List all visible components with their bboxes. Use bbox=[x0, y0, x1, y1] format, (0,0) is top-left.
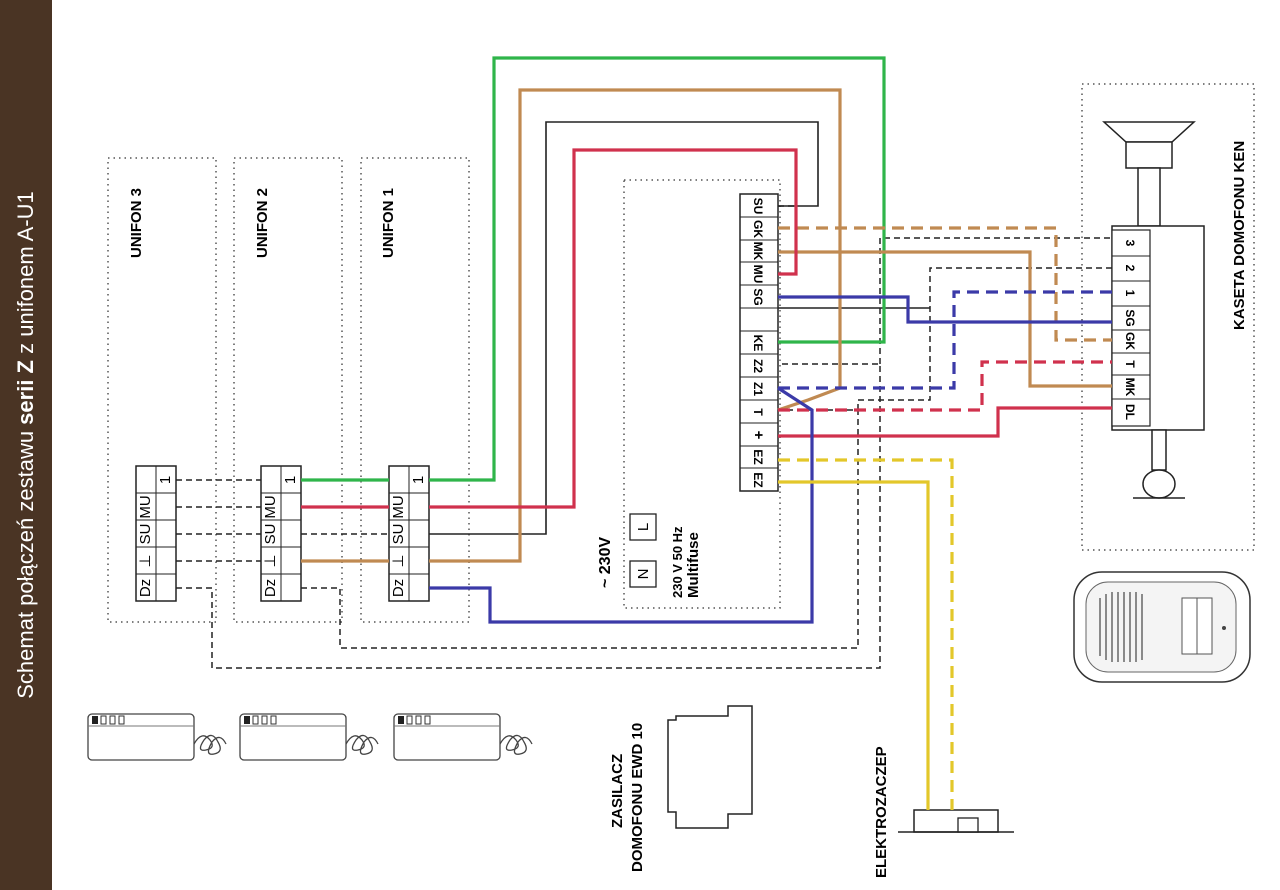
zasilacz-label-line1: ZASILACZ bbox=[609, 754, 626, 828]
kaseta-term-1: 1 bbox=[1123, 290, 1137, 297]
unifon2-label: UNIFON 2 bbox=[254, 188, 271, 258]
psu-term-ke: KE bbox=[751, 335, 765, 352]
kaseta-device: 3 2 1 SG GK T MK DL bbox=[1102, 121, 1205, 499]
u1-term-dz: Dz bbox=[390, 579, 407, 597]
psu-term-ez1: EZ bbox=[751, 449, 765, 464]
wires-red-dashed bbox=[778, 360, 1112, 412]
enclosures bbox=[107, 83, 1255, 623]
kaseta-term-gk: GK bbox=[1123, 332, 1137, 350]
title-banner: Schemat połączeń zestawu serii Z z unifo… bbox=[0, 0, 52, 890]
wires-blue-dashed bbox=[778, 290, 1112, 390]
unifon3-label: UNIFON 3 bbox=[128, 188, 145, 258]
unifon3-terminal-block: 1 MU SU ⊥ Dz bbox=[135, 465, 177, 602]
psu-term-t: T bbox=[751, 408, 765, 416]
wire-yellow bbox=[778, 480, 930, 810]
kaseta-term-mk: MK bbox=[1123, 378, 1137, 397]
kaseta-term-dl: DL bbox=[1123, 404, 1137, 420]
u3-term-1: 1 bbox=[157, 476, 174, 484]
wire-green bbox=[301, 56, 886, 482]
power-spec-label: 230 V 50 Hz bbox=[670, 526, 685, 598]
u3-term-su: SU bbox=[137, 524, 154, 545]
u2-term-su: SU bbox=[262, 524, 279, 545]
door-panel-illustration bbox=[1073, 571, 1251, 683]
wires-black-solid bbox=[429, 121, 930, 535]
unifon2-terminal-block: 1 MU SU ⊥ Dz bbox=[260, 465, 302, 602]
power-230-label: ~ 230V bbox=[597, 537, 614, 588]
microphone-icon bbox=[1142, 469, 1176, 499]
psu-term-z2: Z2 bbox=[751, 359, 765, 373]
power-supply-illustration bbox=[667, 705, 753, 829]
kaseta-term-t: T bbox=[1123, 360, 1137, 368]
wires-red bbox=[301, 148, 1112, 509]
handset-3 bbox=[87, 713, 227, 761]
elektrozaczep-label: ELEKTROZACZEP bbox=[873, 746, 890, 878]
psu-term-sg: SG bbox=[751, 288, 765, 305]
unifon1-label: UNIFON 1 bbox=[380, 188, 397, 258]
kaseta-term-sg: SG bbox=[1123, 309, 1137, 326]
u2-term-dz: Dz bbox=[262, 579, 279, 597]
u3-term-dz: Dz bbox=[137, 579, 154, 597]
u3-term-mu: MU bbox=[137, 495, 154, 518]
handset-illustrations bbox=[87, 713, 533, 761]
kaseta-term-2: 2 bbox=[1123, 265, 1137, 272]
handset-2 bbox=[239, 713, 379, 761]
u1-term-mu: MU bbox=[390, 495, 407, 518]
psu-term-ez2: EZ bbox=[751, 472, 765, 487]
psu-term-gk: GK bbox=[751, 220, 765, 238]
electric-strike-illustration bbox=[898, 809, 1014, 833]
psu-term-z1: Z1 bbox=[751, 382, 765, 396]
psu-enclosure bbox=[623, 179, 781, 609]
u1-term-su: SU bbox=[390, 524, 407, 545]
u2-term-1: 1 bbox=[282, 476, 299, 484]
kaseta-term-3: 3 bbox=[1123, 240, 1137, 247]
mains-term-n: N bbox=[635, 569, 652, 580]
wires-brown-dashed bbox=[778, 226, 1112, 342]
zasilacz-label-line2: DOMOFONU EWD 10 bbox=[629, 723, 646, 872]
psu-term-mu: MU bbox=[751, 265, 765, 284]
mains-terminals: L N bbox=[629, 513, 657, 588]
psu-term-mk: MK bbox=[751, 242, 765, 261]
u3-term-gnd: ⊥ bbox=[137, 554, 154, 567]
mains-term-l: L bbox=[635, 523, 652, 531]
wires-black-dashed bbox=[176, 205, 1112, 669]
handset-1 bbox=[393, 713, 533, 761]
psu-terminal-strip: SU GK MK MU SG KE Z2 Z1 T + EZ EZ bbox=[739, 193, 779, 492]
unifon1-terminal-block: 1 MU SU ⊥ Dz bbox=[388, 465, 430, 602]
wires-blue bbox=[429, 295, 1112, 624]
multifuse-label: Multifuse bbox=[685, 532, 702, 598]
u2-term-mu: MU bbox=[262, 495, 279, 518]
kaseta-label: KASETA DOMOFONU KEN bbox=[1231, 141, 1248, 330]
u2-term-gnd: ⊥ bbox=[262, 554, 279, 567]
psu-term-su: SU bbox=[751, 198, 765, 215]
speaker-icon bbox=[1102, 121, 1196, 143]
u1-term-1: 1 bbox=[410, 476, 427, 484]
wire-yellow-dashed bbox=[778, 458, 954, 810]
wires-brown bbox=[301, 88, 1112, 563]
psu-term-plus: + bbox=[750, 431, 767, 440]
u1-term-gnd: ⊥ bbox=[390, 554, 407, 567]
